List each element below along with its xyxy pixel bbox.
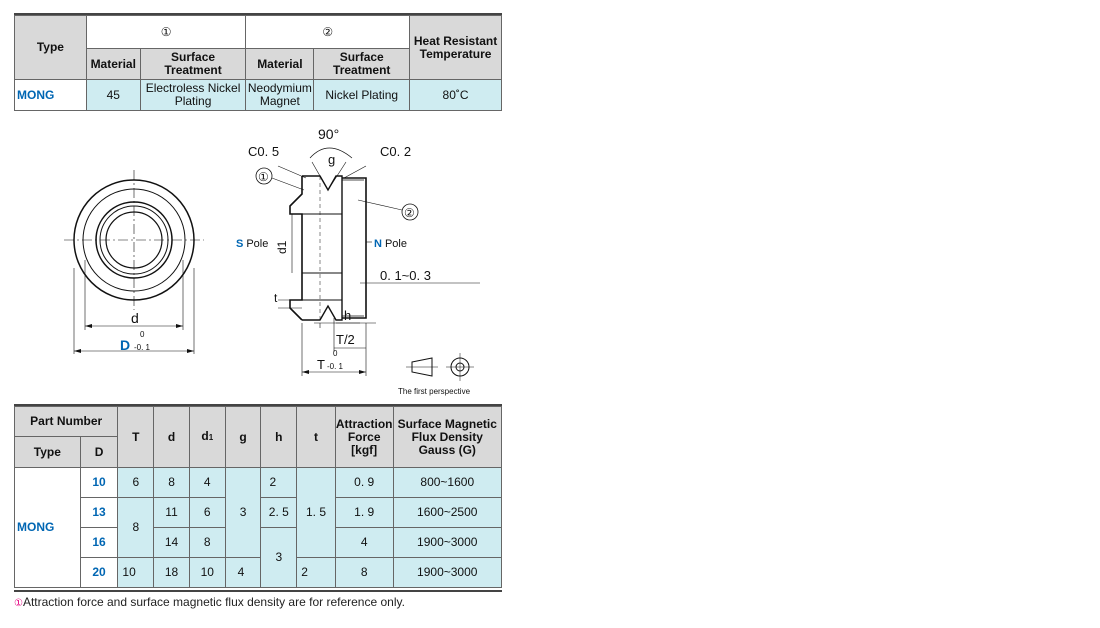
D-cell: 16 [79,527,119,558]
d1-label: d1 [275,240,289,254]
surface1-header: Surface Treatment [139,48,247,80]
part2-callout-circle [401,203,419,221]
attraction-cell: 1. 9 [334,497,394,528]
flux-density-header: Surface Magnetic Flux Density Gauss (G) [392,406,503,468]
T-cell: 10 [117,557,155,588]
gap-label: 0. 1~0. 3 [380,268,431,283]
d1-cell: 10 [188,557,226,588]
t-cell: 1. 5 [296,467,336,558]
d-header: d [153,406,190,468]
d1-cell: 6 [188,497,226,528]
d-cell: 11 [153,497,190,528]
T-header: T [117,406,155,468]
D-tolerance-upper: 0 [140,330,145,339]
t-header: t [296,406,336,468]
reference-note: ①Attraction force and surface magnetic f… [14,595,405,609]
D-cell: 10 [79,467,119,498]
h-cell: 2. 5 [260,497,298,528]
h-header: h [260,406,298,468]
first-angle-projection-icon [406,353,474,381]
dimensions-table: Part Number T d d1 g h t Attraction Forc… [13,406,503,588]
material2-header: Material [245,48,315,80]
attraction-cell: 0. 9 [334,467,394,498]
t-label: t [274,291,278,305]
surface2-cell: Nickel Plating [313,79,411,111]
g-cell: 3 [224,467,262,558]
type-cell: MONG [14,467,81,588]
d1-header: d1 [188,406,226,468]
h-label: h [344,308,351,323]
d1-cell: 4 [188,467,226,498]
part1-header: ① [85,15,247,49]
material-spec-table: Type ① ② Heat Resistant Temperature Mate… [14,15,502,111]
part-number-header: Part Number [13,406,119,437]
part2-header: ② [245,15,411,49]
heat-cell: 80˚C [409,79,502,111]
D-cell: 13 [79,497,119,528]
note-marker: ① [14,598,23,609]
g-header: g [224,406,262,468]
part1-callout: ① [258,170,269,184]
D-tolerance-lower: -0. 1 [134,343,151,352]
d-cell: 18 [153,557,190,588]
part2-callout: ② [404,206,415,220]
part1-callout-circle [255,167,273,185]
D-label: D [120,337,130,353]
T-cell: 6 [117,467,155,498]
d-label: d [131,310,139,326]
front-view [64,170,204,354]
attraction-force-header: Attraction Force [kgf] [334,406,394,468]
g-label: g [328,152,335,167]
first-perspective-caption: The first perspective [398,387,471,396]
type-header: Type [14,15,87,80]
surface1-cell: Electroless Nickel Plating [139,79,247,111]
dim-table-bottom-rule [14,590,502,592]
chamfer-right-label: C0. 2 [380,144,411,159]
surface2-header: Surface Treatment [313,48,411,80]
T-cell: 8 [117,497,155,558]
material1-header: Material [85,48,141,80]
dim-table-top-rule [14,404,502,406]
t-cell: 2 [296,557,336,588]
attraction-cell: 8 [334,557,394,588]
flux-cell: 1900~3000 [392,527,503,558]
T-label: T [317,357,325,372]
side-section-view [289,175,367,321]
type-header: Type [14,436,81,468]
d1-cell: 8 [188,527,226,558]
heat-resistant-header: Heat Resistant Temperature [409,15,502,80]
material2-cell: Neodymium Magnet [245,79,315,111]
h-cell: 2 [260,467,298,498]
d-cell: 14 [153,527,190,558]
material1-cell: 45 [85,79,141,111]
d-cell: 8 [153,467,190,498]
g-cell: 4 [224,557,262,588]
flux-cell: 800~1600 [392,467,503,498]
h-cell: 3 [260,527,298,588]
T-tolerance-lower: -0. 1 [327,362,344,371]
attraction-cell: 4 [334,527,394,558]
flux-cell: 1900~3000 [392,557,503,588]
flux-cell: 1600~2500 [392,497,503,528]
angle-label: 90° [318,126,339,142]
type-cell: MONG [14,79,87,111]
D-header: D [79,436,119,468]
chamfer-left-label: C0. 5 [248,144,279,159]
t-half-label: T/2 [336,332,355,347]
top-rule [14,13,502,15]
T-tolerance-upper: 0 [333,349,338,358]
D-cell: 20 [79,557,119,588]
note-text: Attraction force and surface magnetic fl… [22,595,405,609]
